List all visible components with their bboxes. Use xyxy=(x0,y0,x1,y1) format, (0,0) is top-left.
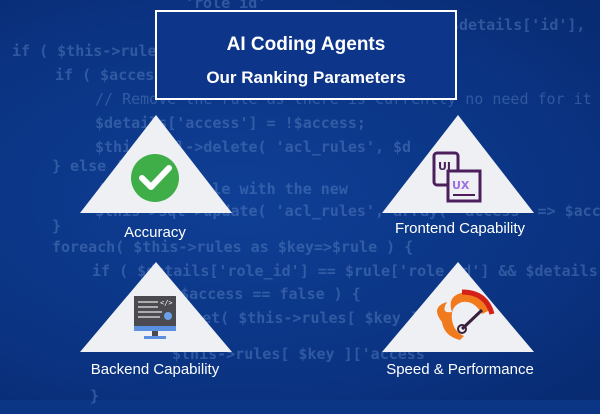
accuracy-triangle xyxy=(80,115,232,213)
code-line: } xyxy=(52,217,62,235)
code-line: foreach( $this->rules as $key=>$rule ) { xyxy=(52,238,414,256)
parameter-label-frontend: Frontend Capability xyxy=(394,220,526,237)
backend-triangle: </> xyxy=(80,262,232,352)
code-line: 'role_id' xyxy=(185,0,267,12)
ui-ux-icon: UI UX xyxy=(432,151,482,203)
svg-text:</>: </> xyxy=(160,299,173,307)
speedometer-icon xyxy=(437,289,495,340)
checkmark-icon xyxy=(131,154,179,202)
page-title: AI Coding Agents xyxy=(226,34,386,55)
page-subtitle: Our Ranking Parameters xyxy=(206,68,406,87)
code-monitor-icon: </> xyxy=(134,296,176,339)
title-box: AI Coding Agents Our Ranking Parameters xyxy=(155,10,457,100)
code-line: $details['access'] = !$access; xyxy=(95,114,366,132)
parameter-label-accuracy: Accuracy xyxy=(124,224,186,241)
code-line: if ( $this->rules xyxy=(12,42,166,60)
code-line: } xyxy=(90,387,100,405)
code-line: $details['id'], xyxy=(450,16,586,34)
code-line: if ( $access xyxy=(55,66,164,84)
parameter-label-backend: Backend Capability xyxy=(90,361,220,378)
speed-triangle xyxy=(382,262,534,352)
frontend-triangle: UI UX xyxy=(382,115,534,213)
svg-text:UX: UX xyxy=(452,179,470,192)
code-line: if ( $access == false ) { xyxy=(135,285,361,303)
parameter-label-speed: Speed & Performance xyxy=(386,361,534,378)
